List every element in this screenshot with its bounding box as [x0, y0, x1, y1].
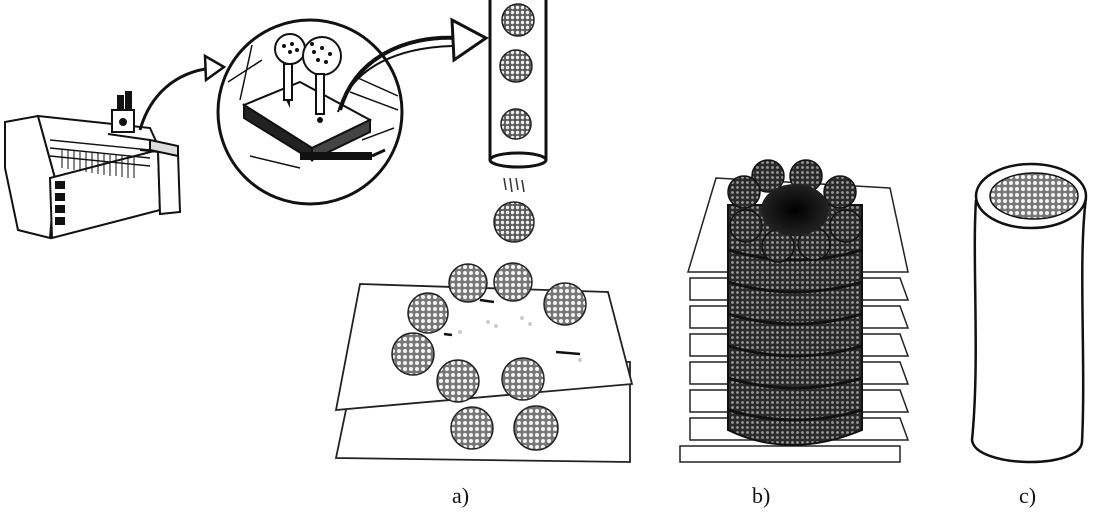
nozzle-zoom-view: [216, 18, 404, 206]
panel-b-stack: [679, 159, 910, 463]
bioprinter-machine-icon: [4, 91, 182, 240]
spheroid-icon: [407, 292, 449, 334]
curved-arrow-icon: [138, 66, 213, 131]
spheroid-icon: [543, 282, 587, 326]
spheroid-icon: [391, 332, 435, 376]
spheroid-icon: [493, 262, 533, 302]
spheroid-icon: [500, 108, 532, 140]
panel-label-c: c): [1019, 483, 1037, 508]
panel-label-b: b): [752, 483, 771, 508]
panel-c-tube: [970, 162, 1088, 464]
spheroid-icon: [450, 406, 494, 450]
spheroid-icon: [513, 405, 559, 451]
spheroid-icon: [448, 263, 488, 303]
spheroid-icon: [436, 359, 480, 403]
spheroid-icon: [501, 357, 545, 401]
motion-lines: [503, 177, 525, 193]
spheroid-icon: [493, 201, 535, 243]
nozzle-dispenser-icon: [302, 36, 342, 123]
spheroid-icon: [499, 49, 533, 83]
tube-icon: [488, 0, 548, 169]
nozzle-dispenser-icon: [274, 33, 306, 108]
panel-a-layers: [334, 262, 634, 463]
panel-label-a: a): [452, 483, 470, 508]
spheroid-icon: [501, 3, 535, 37]
